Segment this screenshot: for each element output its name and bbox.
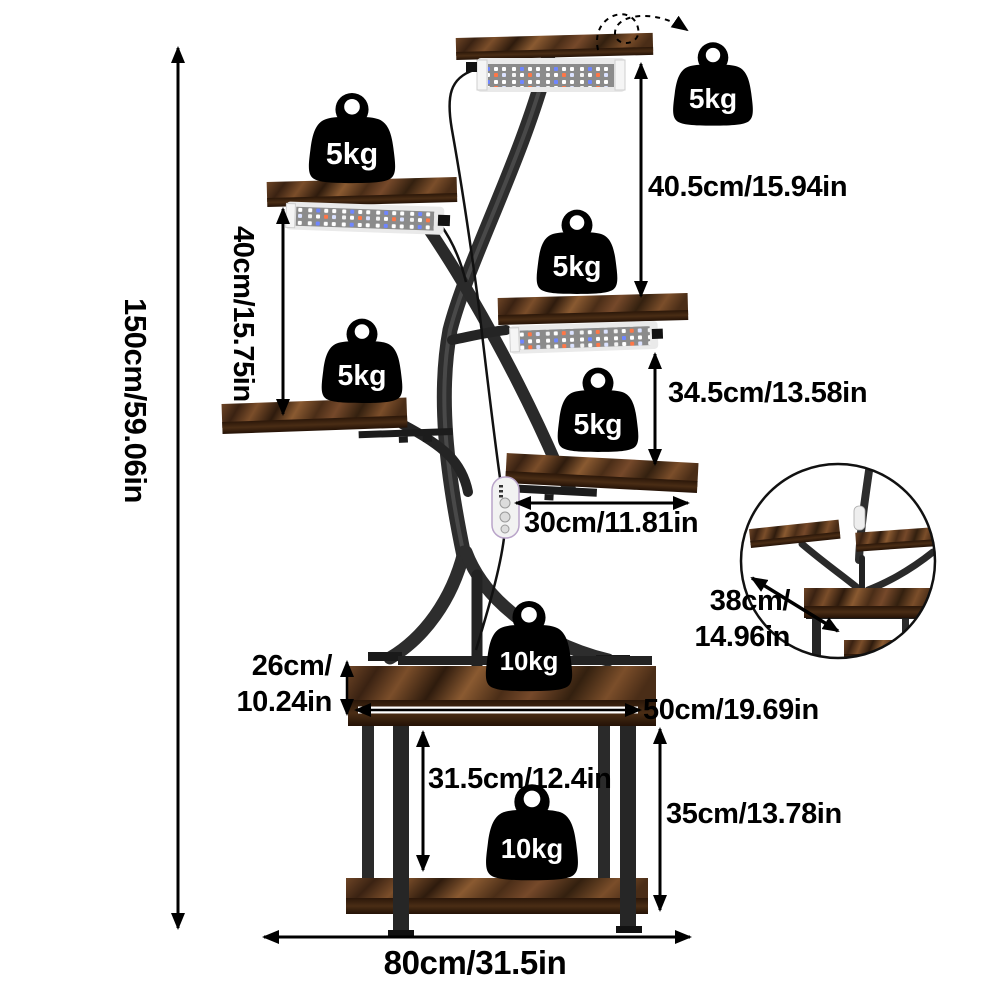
light-controller — [491, 476, 520, 539]
base-table — [346, 656, 656, 937]
svg-text:10kg: 10kg — [501, 833, 564, 864]
svg-text:5kg: 5kg — [689, 83, 737, 114]
svg-text:5kg: 5kg — [574, 409, 623, 441]
dim-right-shelf-gap: 34.5cm/13.58in — [668, 377, 868, 409]
kettlebell-icon: 5kg — [673, 42, 753, 126]
svg-text:5kg: 5kg — [338, 360, 387, 392]
fifth-shelf — [504, 453, 699, 501]
dimension-arrows — [171, 13, 840, 944]
kettlebell-icon: 10kg — [485, 600, 573, 692]
kettlebell-icon: 5kg — [308, 92, 396, 184]
kettlebell-icon: 5kg — [557, 367, 639, 452]
second-shelf-grow-light — [285, 201, 451, 235]
dim-inset-base-width: 38cm/ 14.96in — [688, 583, 790, 655]
dashed-flip-arrow — [595, 13, 689, 51]
dim-top-shelf-gap: 40.5cm/15.94in — [648, 171, 848, 203]
dim-inset-line1: 38cm/ — [709, 585, 791, 617]
dim-overall-width: 80cm/31.5in — [383, 944, 567, 981]
kettlebell-icon: 10kg — [486, 784, 578, 881]
dim-base-height: 35cm/13.78in — [666, 798, 842, 830]
arrow-inset-width — [750, 576, 840, 633]
third-shelf-grow-light — [509, 320, 664, 354]
dim-inset-line2: 14.96in — [694, 621, 790, 653]
kettlebell-icon: 5kg — [321, 318, 403, 403]
third-shelf — [497, 293, 689, 325]
dim-base-top-clearance: 26cm/ 10.24in — [232, 648, 332, 720]
dim-left-shelf-gap: 40cm/15.75in — [227, 226, 259, 402]
top-shelf — [455, 32, 654, 60]
svg-text:5kg: 5kg — [326, 138, 378, 171]
dim-clearance-line2: 10.24in — [236, 686, 332, 718]
metal-branches — [368, 52, 630, 714]
svg-text:5kg: 5kg — [553, 251, 602, 283]
kettlebell-icon: 5kg — [536, 209, 618, 294]
dim-shelf-depth: 30cm/11.81in — [524, 507, 699, 539]
top-shelf-grow-light — [466, 58, 626, 92]
fourth-shelf — [221, 397, 453, 443]
svg-text:10kg: 10kg — [500, 648, 559, 676]
dim-clearance-line1: 26cm/ — [251, 650, 333, 682]
dim-base-depth: 50cm/19.69in — [643, 694, 819, 726]
dim-base-shelf-gap: 31.5cm/12.4in — [428, 763, 612, 795]
dim-overall-height: 150cm/59.06in — [118, 298, 153, 504]
